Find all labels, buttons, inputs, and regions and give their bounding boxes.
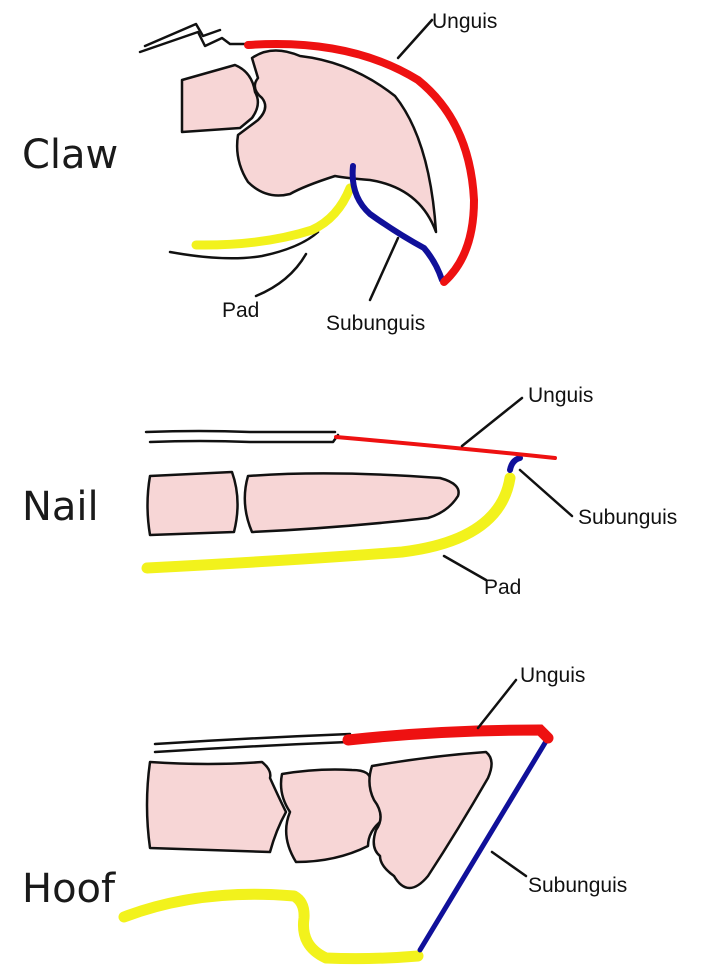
nail-title: Nail [22, 484, 99, 530]
nail-unguis-leader [462, 398, 522, 446]
claw-unguis-label: Unguis [432, 10, 497, 33]
claw-middle-phalanx-bone [182, 65, 258, 132]
nail-pad-leader [444, 556, 486, 580]
hoof-unguis-leader [478, 680, 516, 728]
hoof-unguis [348, 730, 548, 740]
nail-subunguis-leader [520, 470, 572, 516]
nail-unguis-label: Unguis [528, 384, 593, 407]
claw-pad-leader [256, 254, 306, 296]
claw-pad [196, 188, 350, 245]
nail-skin-outline-dorsal-upper [146, 431, 335, 432]
hoof-subunguis-leader [492, 852, 526, 876]
claw-subunguis-label: Subunguis [326, 312, 425, 335]
nail-unguis [336, 437, 555, 458]
hoof-title: Hoof [22, 866, 116, 912]
nail-panel: Nail Unguis Subunguis Pad [22, 384, 677, 599]
nail-subunguis-label: Subunguis [578, 506, 677, 529]
hoof-skin-outline-dorsal-lower [155, 742, 348, 752]
hoof-unguis-label: Unguis [520, 664, 585, 687]
claw-title: Claw [22, 132, 118, 178]
hoof-proximal-phalanx-bone [147, 762, 286, 852]
hoof-distal-phalanx-bone [369, 752, 491, 888]
nail-distal-phalanx-bone [245, 473, 459, 532]
nail-pad-label: Pad [484, 576, 521, 599]
claw-subunguis-leader [370, 238, 398, 300]
hoof-subunguis-label: Subunguis [528, 874, 627, 897]
nail-skin-outline-dorsal-lower [150, 435, 338, 442]
claw-pad-label: Pad [222, 299, 259, 322]
claw-unguis-leader [398, 20, 432, 58]
nail-subunguis [510, 458, 520, 470]
claw-panel: Claw Unguis Pad Subunguis [22, 10, 497, 335]
nail-middle-phalanx-bone [148, 472, 238, 535]
hoof-panel: Hoof Unguis Subunguis [22, 664, 627, 959]
claw-skin-outline-dorsal-inner [145, 24, 220, 46]
hoof-pad [124, 894, 418, 958]
